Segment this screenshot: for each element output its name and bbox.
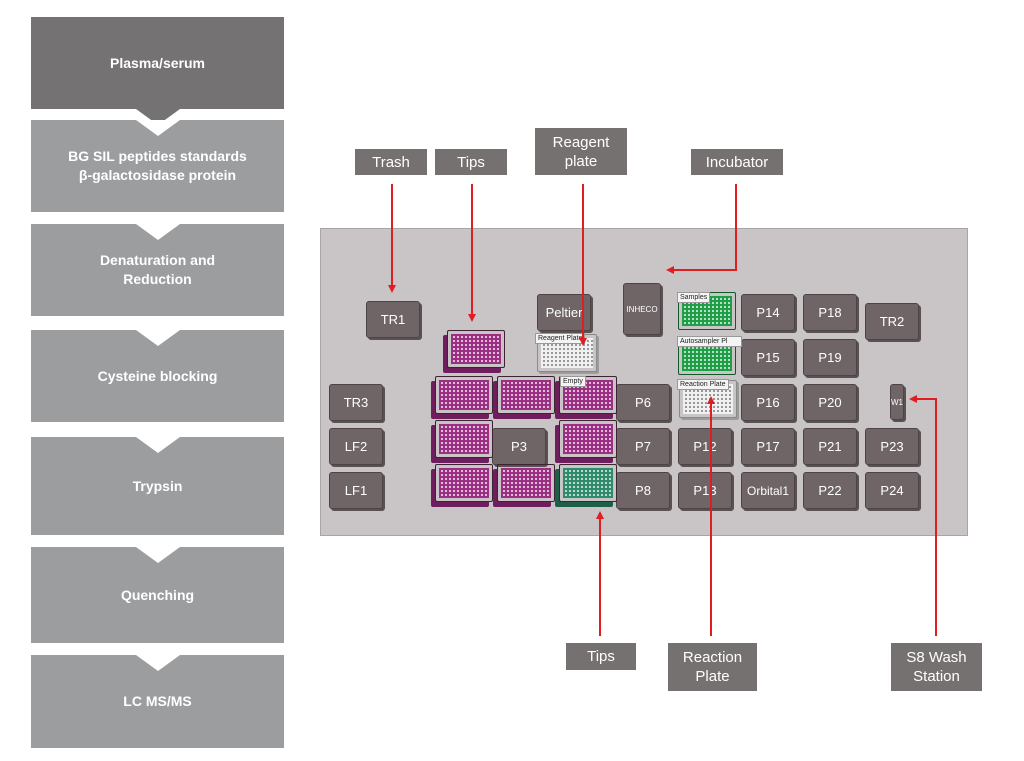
tip-rack[interactable] — [435, 464, 493, 502]
tip-rack[interactable] — [435, 376, 493, 414]
workflow-step-trypsin: Trypsin — [31, 437, 284, 535]
tip-rack[interactable] — [497, 376, 555, 414]
deck-position-p3[interactable]: P3 — [492, 428, 546, 465]
tip-rack-active[interactable] — [559, 464, 617, 502]
workflow-step-quenching: Quenching — [31, 547, 284, 643]
deck-position-p15[interactable]: P15 — [741, 339, 795, 376]
deck-position-p7[interactable]: P7 — [616, 428, 670, 465]
deck-position-inheco[interactable]: INHECO — [623, 283, 661, 335]
autosampler-label: Autosampler Pl — [677, 336, 742, 347]
tip-rack[interactable] — [497, 464, 555, 502]
deck-position-p14[interactable]: P14 — [741, 294, 795, 331]
deck-position-p21[interactable]: P21 — [803, 428, 857, 465]
workflow-step-denaturation: Denaturation and Reduction — [31, 224, 284, 316]
step-arrow-notch — [136, 224, 180, 240]
deck-position-p23[interactable]: P23 — [865, 428, 919, 465]
deck-position-tr3[interactable]: TR3 — [329, 384, 383, 421]
deck-position-tr1[interactable]: TR1 — [366, 301, 420, 338]
deck-position-w1[interactable]: W1 — [890, 384, 904, 420]
callout-tips-top: Tips — [435, 149, 507, 175]
step-arrow-notch — [136, 655, 180, 671]
arrow-wash-station — [909, 395, 937, 636]
deck-position-p20[interactable]: P20 — [803, 384, 857, 421]
step-arrow-notch — [136, 437, 180, 453]
deck-position-p19[interactable]: P19 — [803, 339, 857, 376]
deck-position-p13[interactable]: P13 — [678, 472, 732, 509]
tip-rack[interactable] — [559, 420, 617, 458]
step-arrow-notch — [136, 330, 180, 346]
callout-tips-bottom: Tips — [566, 643, 636, 670]
deck-position-orbital1[interactable]: Orbital1 — [741, 472, 795, 509]
deck-position-p22[interactable]: P22 — [803, 472, 857, 509]
reaction-plate-label: Reaction Plate — [677, 379, 729, 390]
deck-position-tr2[interactable]: TR2 — [865, 303, 919, 340]
workflow-step-plasma: Plasma/serum — [31, 17, 284, 109]
tip-rack[interactable] — [447, 330, 505, 368]
empty-label: Empty — [560, 376, 586, 387]
callout-incubator: Incubator — [691, 149, 783, 175]
arrow-incubator — [666, 184, 737, 274]
workflow-step-standards: BG SIL peptides standards β-galactosidas… — [31, 120, 284, 212]
samples-label: Samples — [677, 292, 711, 303]
callout-wash-station: S8 Wash Station — [891, 643, 982, 691]
deck-position-p17[interactable]: P17 — [741, 428, 795, 465]
tip-rack[interactable] — [435, 420, 493, 458]
deck-position-p18[interactable]: P18 — [803, 294, 857, 331]
callout-trash: Trash — [355, 149, 427, 175]
liquid-handler-deck — [320, 228, 968, 536]
workflow-step-cysteine-blocking: Cysteine blocking — [31, 330, 284, 422]
deck-position-lf2[interactable]: LF2 — [329, 428, 383, 465]
deck-position-p12[interactable]: P12 — [678, 428, 732, 465]
deck-position-lf1[interactable]: LF1 — [329, 472, 383, 509]
step-arrow-notch — [136, 547, 180, 563]
deck-position-p24[interactable]: P24 — [865, 472, 919, 509]
step-arrow-notch — [136, 120, 180, 136]
callout-reaction-plate: Reaction Plate — [668, 643, 757, 691]
callout-reagent-plate: Reagent plate — [535, 128, 627, 175]
deck-position-p16[interactable]: P16 — [741, 384, 795, 421]
deck-position-p6[interactable]: P6 — [616, 384, 670, 421]
